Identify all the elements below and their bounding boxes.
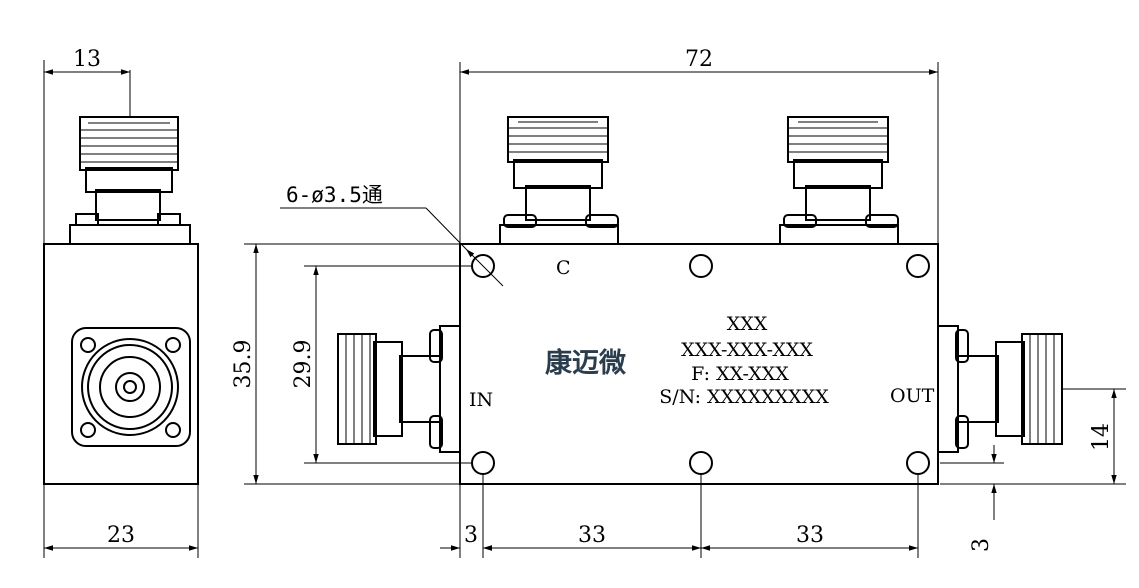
hole-note: 6-ø3.5通 (286, 183, 383, 207)
brand-logo: 康迈微 (545, 347, 626, 379)
in-connector (337, 325, 461, 453)
dim-hole-spacing-vertical: 29.9 (291, 340, 316, 389)
front-view: 6-ø3.5通 C IN OUT 康迈微 XXX XXX-XXX-XXX F: … (231, 47, 1126, 558)
label-input-port: IN (469, 389, 493, 411)
dim-port-offset: 3 (969, 538, 994, 552)
top-connector-left (499, 116, 619, 245)
dim-side-width-bottom: 23 (107, 523, 135, 548)
mount-hole-top-right (906, 254, 930, 278)
dim-hole-spacing-h2: 33 (796, 523, 824, 548)
side-front-flange (71, 327, 191, 447)
dim-port-height: 14 (1089, 423, 1114, 451)
main-body (459, 243, 939, 485)
side-top-connector (69, 116, 191, 245)
out-connector (937, 325, 1063, 453)
mount-hole-top-center (689, 254, 713, 278)
side-view: 13 23 (43, 47, 199, 558)
dim-side-width-top: 13 (73, 47, 101, 72)
label-output-port: OUT (890, 385, 935, 407)
dim-total-length: 72 (685, 47, 713, 72)
nameplate-line2: XXX-XXX-XXX (681, 339, 813, 361)
nameplate-line3: F: XX-XXX (691, 363, 789, 385)
top-connector-right (779, 116, 899, 245)
nameplate-line1: XXX (727, 313, 768, 335)
nameplate-line4: S/N: XXXXXXXXX (659, 386, 829, 408)
label-coupled-port: C (556, 257, 571, 279)
dim-body-height: 35.9 (231, 340, 256, 389)
dim-hole-spacing-h1: 33 (578, 523, 606, 548)
dim-edge-offset: 3 (464, 523, 478, 548)
